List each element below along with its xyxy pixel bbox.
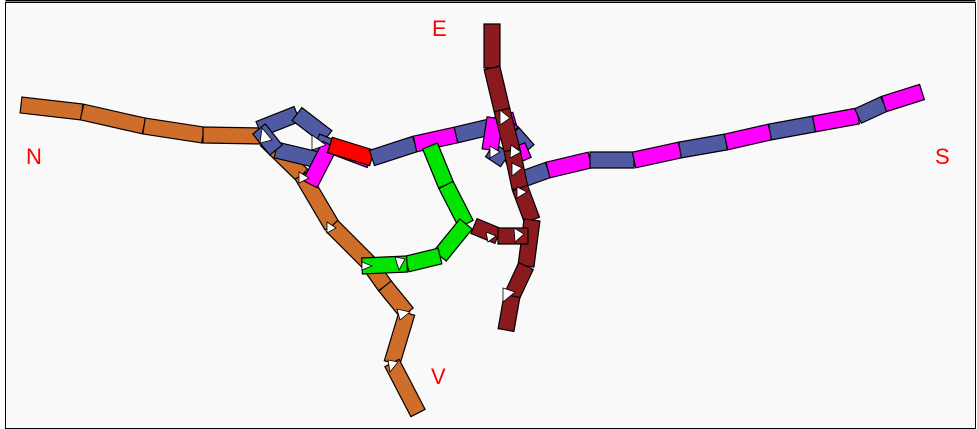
maroon-link-segment [497,227,529,245]
joint-triangle-10 [489,145,501,159]
maroon-east-segment [497,293,521,333]
joint-triangle-8 [387,359,399,373]
trunk-east-segment [853,95,889,125]
orange-v-segment [377,280,415,319]
joint-triangle-15 [513,227,525,243]
trunk-east-segment [545,151,593,179]
trunk-west-segment [368,135,419,167]
joint-triangle-11 [509,144,522,159]
green-branch-segment [432,218,474,262]
joint-triangle-12 [511,162,523,177]
trunk-east-segment [880,83,926,113]
joint-triangle-6 [394,256,406,272]
joint-triangle-5 [361,261,374,271]
joint-triangle-1 [259,127,273,144]
joint-triangle-7 [396,308,411,321]
orange-v-segment [325,219,375,269]
joint-triangle-9 [499,109,511,126]
green-branch-segment [438,180,474,229]
joint-triangle-3 [298,171,310,184]
joint-triangle-14 [485,231,497,243]
joint-triangle-13 [516,186,528,199]
joint-triangle-4 [326,221,337,234]
label-v: V [431,364,446,389]
label-e: E [432,16,447,41]
maroon-east-segment [483,23,501,69]
green-branch-segment [404,247,443,273]
orange-north-segment [19,96,84,121]
joint-triangle-16 [502,287,516,303]
segment-group [19,23,926,418]
joint-triangle-2 [311,134,327,151]
trunk-east-segment [589,151,635,169]
label-n: N [26,144,42,169]
top-frame-line [5,0,976,2]
joint-group [259,109,528,373]
label-s: S [935,144,950,169]
